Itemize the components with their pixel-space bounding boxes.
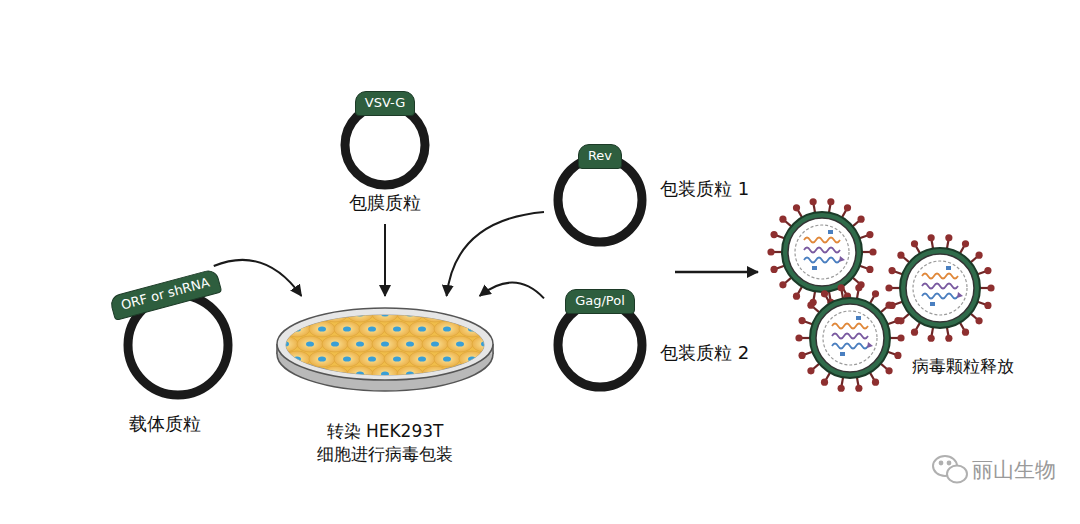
plasmid-ring bbox=[558, 158, 642, 242]
flow-arrow bbox=[214, 260, 302, 296]
plasmid-name: 包装质粒 2 bbox=[660, 342, 749, 364]
gene-tab: ORF or shRNA bbox=[108, 268, 222, 321]
virus-caption: 病毒颗粒释放 bbox=[912, 355, 1014, 377]
plasmid-circle: Gag/Pol 包装质粒 2 bbox=[548, 292, 768, 398]
plasmid-circle: VSV-G 包膜质粒 bbox=[330, 80, 440, 220]
virus-group: 病毒颗粒释放 bbox=[762, 195, 1057, 395]
plasmid-ring bbox=[558, 303, 642, 387]
gene-tab: Rev bbox=[578, 144, 622, 169]
culture-dish bbox=[275, 300, 495, 400]
virus-particle bbox=[767, 198, 876, 306]
watermark-text: 丽山生物 bbox=[972, 456, 1056, 484]
gene-tab: Gag/Pol bbox=[565, 289, 635, 314]
wechat-icon bbox=[933, 456, 967, 483]
dish-caption: 转染 HEK293T 细胞进行病毒包装 bbox=[295, 420, 475, 466]
gene-tab: VSV-G bbox=[355, 91, 416, 116]
culture-dish: 转染 HEK293T 细胞进行病毒包装 bbox=[275, 300, 495, 470]
plasmid-circle: ORF or shRNA 载体质粒 bbox=[105, 270, 250, 440]
plasmid-name: 载体质粒 bbox=[129, 413, 201, 435]
cells bbox=[272, 306, 510, 382]
flow-arrow bbox=[675, 271, 758, 274]
virus-particle bbox=[795, 284, 904, 392]
plasmid-circle: Rev包装质粒 1 bbox=[548, 150, 768, 250]
flow-arrow bbox=[480, 283, 544, 299]
virus-particle bbox=[885, 234, 994, 342]
plasmid-name: 包膜质粒 bbox=[349, 192, 421, 214]
flow-arrow bbox=[384, 224, 386, 296]
flow-arrow bbox=[447, 212, 544, 296]
plasmid-ring bbox=[345, 105, 425, 185]
plasmid-name: 包装质粒 1 bbox=[660, 178, 749, 200]
